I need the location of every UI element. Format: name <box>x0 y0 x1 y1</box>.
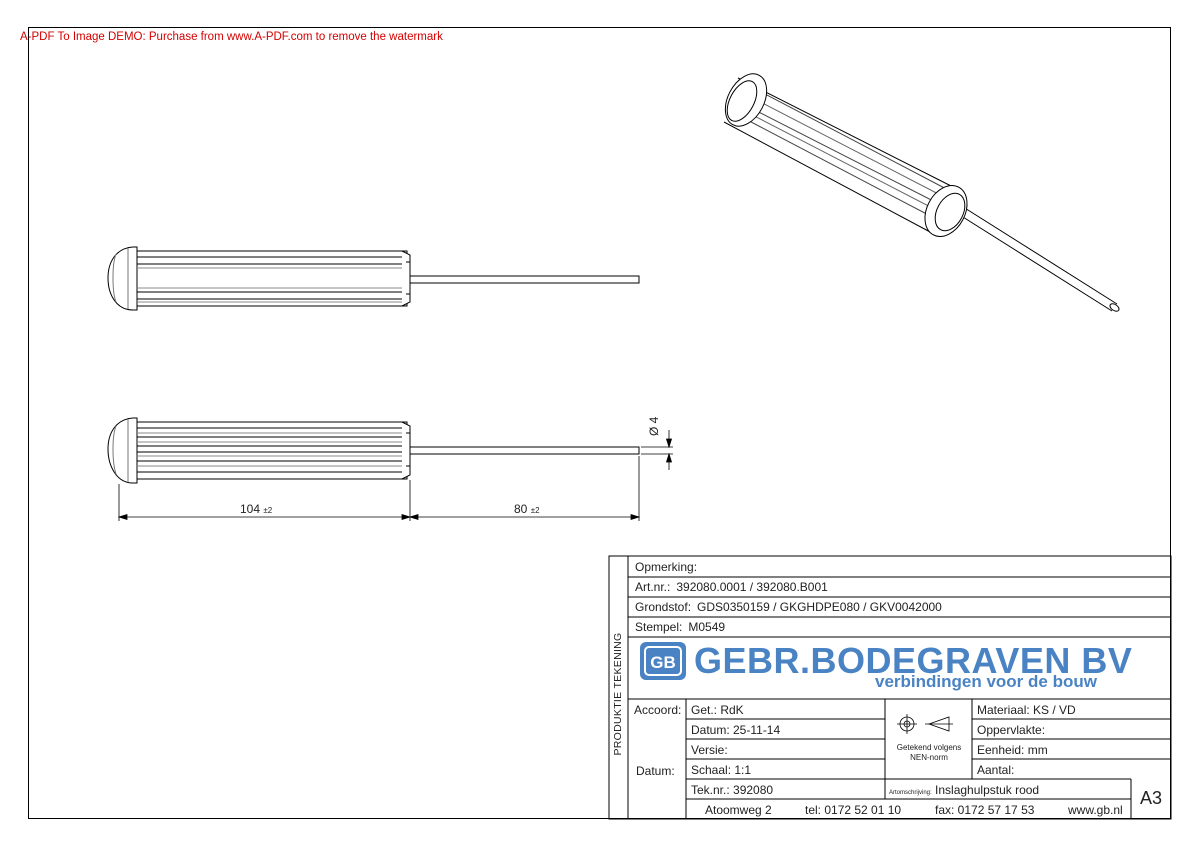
projection-symbol <box>897 714 953 734</box>
aantal-field: Aantal: <box>977 763 1015 777</box>
getekend-field: Get.: RdK <box>691 703 744 717</box>
artnr-row: Art.nr.:392080.0001 / 392080.B001 <box>635 580 828 594</box>
drawing-frame <box>28 27 1171 819</box>
grondstof-row: Grondstof:GDS0350159 / GKGHDPE080 / GKV0… <box>635 600 942 614</box>
title-block-lines <box>608 555 1172 820</box>
dimension-diameter: Ø 4 <box>647 416 661 436</box>
accoord-label: Accoord: <box>634 703 682 717</box>
norm-note: Getekend volgens NEN-norm <box>896 743 962 762</box>
website-text: www.gb.nl <box>1068 803 1123 817</box>
opmerking-label: Opmerking: <box>635 560 698 574</box>
fax-text: fax: 0172 57 17 53 <box>935 803 1035 817</box>
eenheid-field: Eenheid: mm <box>977 743 1048 757</box>
isometric-view <box>723 73 1120 312</box>
materiaal-field: Materiaal: KS / VD <box>977 703 1076 717</box>
dimension-80: 80 ±2 <box>514 502 540 516</box>
watermark-text: A-PDF To Image DEMO: Purchase from www.A… <box>20 31 443 43</box>
versie-field: Versie: <box>691 743 728 757</box>
dimension-104: 104 ±2 <box>240 502 273 516</box>
schaal-field: Schaal: 1:1 <box>691 763 752 777</box>
vertical-production-label: PRODUKTIE TEKENING <box>612 632 624 756</box>
phone-text: tel: 0172 52 01 10 <box>805 803 902 817</box>
gb-logo-icon <box>640 642 686 680</box>
oppervlakte-field: Oppervlakte: <box>977 723 1046 737</box>
stempel-row: Stempel:M0549 <box>635 620 726 634</box>
datum-sign-label: Datum: <box>636 764 675 778</box>
dimension-lines <box>117 430 673 521</box>
address-text: Atoomweg 2 <box>705 803 772 817</box>
side-view-top <box>107 246 640 311</box>
teknr-field: Tek.nr.: 392080 <box>691 783 774 797</box>
side-view-bottom <box>107 417 640 484</box>
logo-mark-text: GB <box>650 653 676 672</box>
artomschrijving-row: Artomschrijving: Inslaghulpstuk rood <box>889 783 1040 797</box>
sheet-size: A3 <box>1140 788 1163 808</box>
company-name: GEBR.BODEGRAVEN BV <box>694 640 1133 681</box>
datum-field: Datum: 25-11-14 <box>691 723 781 737</box>
company-tagline: verbindingen voor de bouw <box>875 672 1097 691</box>
